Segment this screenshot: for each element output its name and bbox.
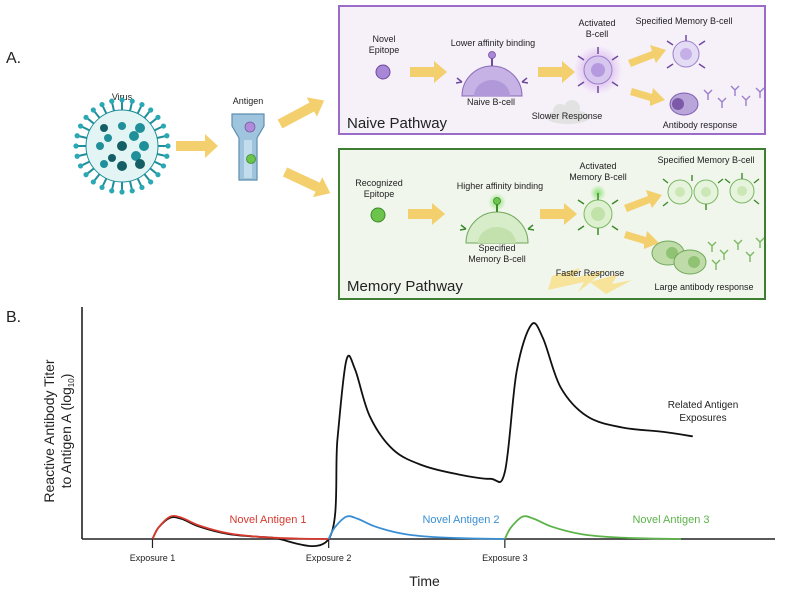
arrow-icon xyxy=(540,203,577,225)
series-label-related: Exposures xyxy=(679,413,726,424)
activated-b-cell-label: B-cell xyxy=(586,29,609,39)
antibody-icon xyxy=(707,237,765,270)
activated-b-cell-icon xyxy=(574,46,622,94)
specified-memory-b-cell-label: Specified xyxy=(478,243,515,253)
faster-response-label: Faster Response xyxy=(556,268,625,278)
y-axis-title: Reactive Antibody Titerto Antigen A (log… xyxy=(41,359,76,503)
antibody-response-label: Antibody response xyxy=(663,120,738,130)
series-label: Novel Antigen 1 xyxy=(229,514,306,526)
x-tick-label: Exposure 3 xyxy=(482,553,528,563)
slow-cloud-icon xyxy=(546,100,590,124)
memory-b-cell-icon xyxy=(666,35,706,69)
activated-b-cell-label: Activated xyxy=(578,18,615,28)
section-b-label: B. xyxy=(6,309,21,326)
memory-pathway-panel: Memory Pathway Recognized Epitope Higher… xyxy=(338,148,766,300)
series-label-related: Related Antigen xyxy=(668,400,739,411)
arrow-icon xyxy=(408,203,445,225)
memory-b-cell-icon xyxy=(662,173,760,210)
novel-epitope-label: Epitope xyxy=(369,45,400,55)
arrow-icon xyxy=(277,97,325,129)
antigen-icon xyxy=(231,113,265,181)
lightning-icon xyxy=(548,268,632,294)
arrow-icon xyxy=(630,88,665,106)
series-label: Novel Antigen 3 xyxy=(632,514,709,526)
x-tick-label: Exposure 2 xyxy=(306,553,352,563)
series-line-novel-antigen-1 xyxy=(151,515,329,540)
recognized-epitope-label: Epitope xyxy=(364,189,395,199)
arrow-icon xyxy=(176,134,218,158)
naive-b-cell-icon xyxy=(455,51,529,97)
memory-pathway-title: Memory Pathway xyxy=(347,278,463,295)
plasma-cell-icon xyxy=(669,92,699,116)
x-tick-label: Exposure 1 xyxy=(130,553,176,563)
antibody-icon xyxy=(703,85,765,108)
novel-epitope-label: Novel xyxy=(372,34,395,44)
activated-memory-b-cell-label: Memory B-cell xyxy=(569,172,627,182)
large-antibody-response-label: Large antibody response xyxy=(654,282,753,292)
arrow-icon xyxy=(538,61,575,83)
epitope-icon xyxy=(375,64,391,80)
series-line-novel-antigen-2 xyxy=(327,515,505,540)
specified-memory-b-cell-icon xyxy=(459,193,535,244)
slower-response-label: Slower Response xyxy=(532,111,603,121)
series-label: Novel Antigen 2 xyxy=(422,514,499,526)
antigen-label: Antigen xyxy=(233,96,264,106)
section-a-label: A. xyxy=(6,50,21,67)
binding-label: Lower affinity binding xyxy=(451,38,535,48)
specified-memory-b-cell-label: Memory B-cell xyxy=(468,254,526,264)
arrow-icon xyxy=(410,61,447,83)
naive-b-cell-label: Naive B-cell xyxy=(467,97,515,107)
arrow-icon xyxy=(624,231,659,249)
activated-memory-b-cell-label: Activated xyxy=(579,161,616,171)
specified-memory-label: Specified Memory B-cell xyxy=(635,16,732,26)
plasma-cell-icon xyxy=(651,240,707,275)
virus-icon xyxy=(73,97,171,195)
epitope-icon xyxy=(370,207,386,223)
virus-label: Virus xyxy=(112,92,133,102)
naive-pathway-title: Naive Pathway xyxy=(347,115,448,132)
x-axis-title: Time xyxy=(409,573,440,589)
specified-memory-label: Specified Memory B-cell xyxy=(657,155,754,165)
series-line-novel-antigen-3 xyxy=(503,515,682,540)
recognized-epitope-label: Recognized xyxy=(355,178,403,188)
series-line-related-antigen-exposures xyxy=(151,322,693,548)
arrow-icon xyxy=(624,190,662,212)
binding-label: Higher affinity binding xyxy=(457,181,543,191)
naive-pathway-panel: Naive Pathway Novel Epitope Lower affini… xyxy=(338,5,766,135)
arrow-icon xyxy=(628,45,666,67)
activated-memory-b-cell-icon xyxy=(577,185,619,235)
antibody-titer-chart: Exposure 1 Exposure 2 Exposure 3 Time Reacti… xyxy=(41,307,775,589)
arrow-icon xyxy=(282,167,331,198)
